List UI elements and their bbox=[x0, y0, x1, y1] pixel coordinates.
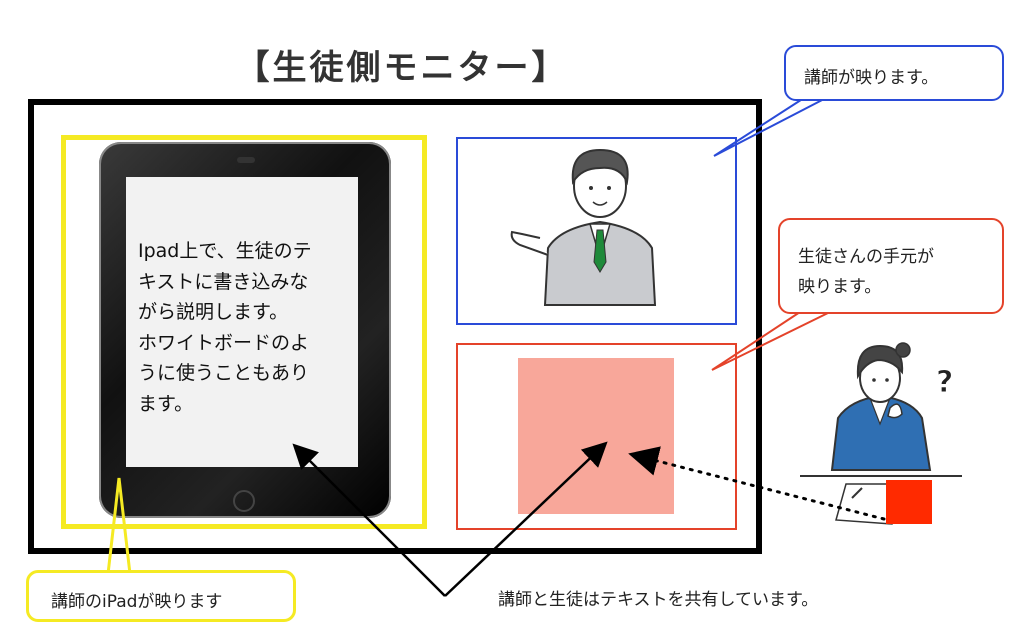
student-callout: 生徒さんの手元が 映ります。 bbox=[778, 218, 1004, 314]
shared-text-area bbox=[518, 358, 674, 514]
student-monitor-frame bbox=[28, 99, 762, 554]
student-callout-line: 生徒さんの手元が bbox=[798, 247, 934, 267]
arrow-to-ipad bbox=[292, 443, 446, 597]
ipad-text-line: うに使うこともあり bbox=[138, 362, 310, 384]
ipad-text-line: ホワイトボードのよ bbox=[138, 331, 310, 354]
ipad-callout: 講師のiPadが映ります bbox=[26, 570, 296, 622]
teacher-person-icon bbox=[510, 148, 657, 306]
ipad-text-line: ます。 bbox=[138, 392, 194, 415]
ipad-text-line: Ipad上で、生徒のテ bbox=[138, 240, 312, 262]
arrow-to-shared-area bbox=[444, 441, 608, 597]
dotted-arrow-from-notebook bbox=[628, 446, 886, 521]
ipad-screen-text: Ipad上で、生徒のテ キストに書き込みな がら説明します。 ホワイトボードのよ… bbox=[138, 236, 353, 419]
teacher-callout-text: 講師が映ります。 bbox=[804, 68, 939, 88]
teacher-video-box bbox=[456, 137, 737, 325]
tablet-screen bbox=[126, 177, 358, 467]
svg-text:?: ? bbox=[936, 365, 953, 400]
ipad-text-line: がら説明します。 bbox=[138, 301, 289, 323]
student-hands-video-box bbox=[456, 343, 737, 530]
student-callout-pointer bbox=[711, 311, 831, 371]
tablet-home-button bbox=[233, 490, 255, 512]
teacher-callout-pointer bbox=[713, 97, 827, 157]
teacher-callout: 講師が映ります。 bbox=[784, 45, 1004, 101]
ipad-callout-text: 講師のiPadが映ります bbox=[51, 592, 223, 612]
confused-student-icon: ? bbox=[800, 342, 962, 525]
ipad-area-frame bbox=[61, 135, 427, 529]
ipad-callout-pointer bbox=[106, 477, 132, 575]
ipad-text-line: キストに書き込みな bbox=[138, 270, 309, 293]
shared-text-caption: 講師と生徒はテキストを共有しています。 bbox=[498, 590, 819, 610]
student-callout-line: 映ります。 bbox=[798, 277, 882, 297]
diagram-title: 【生徒側モニター】 bbox=[235, 48, 569, 88]
tablet-camera bbox=[237, 157, 255, 163]
